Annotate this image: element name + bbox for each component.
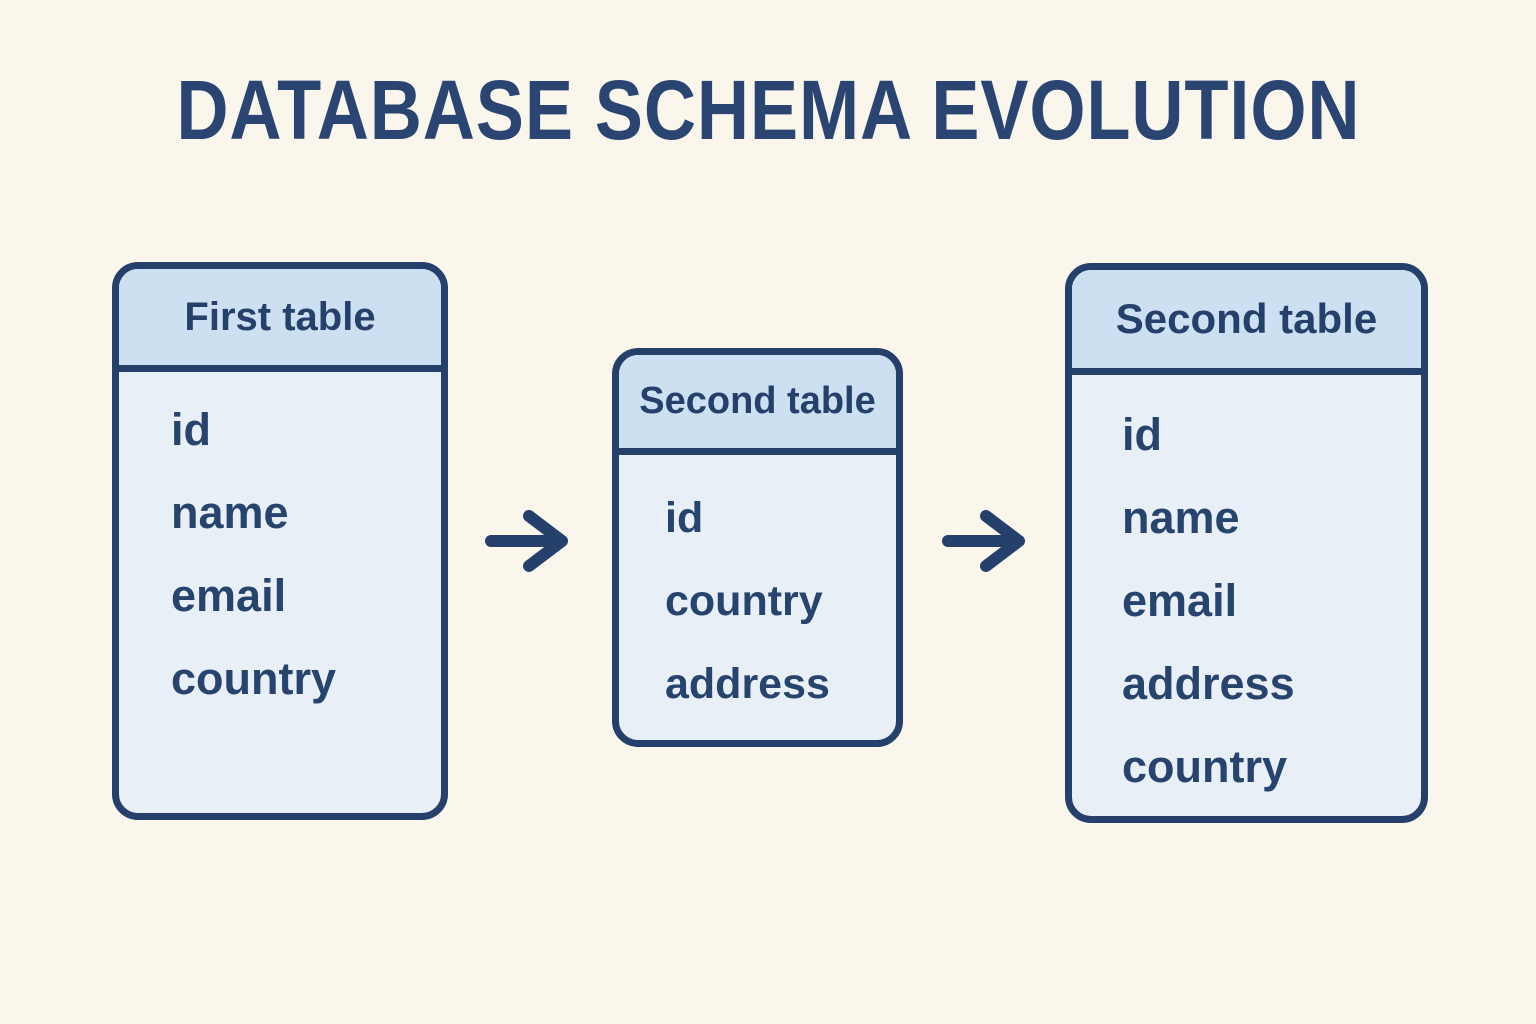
table-second-final-header: Second table	[1072, 270, 1421, 375]
table-first-title: First table	[184, 294, 376, 339]
field-row: name	[1122, 492, 1240, 543]
field-row: email	[171, 570, 287, 621]
table-second-final: Second table id name email address count…	[1065, 263, 1428, 823]
table-first: First table id name email country	[112, 262, 448, 820]
field-row: email	[1122, 575, 1238, 626]
field-row: country	[665, 577, 823, 625]
field-row: country	[1122, 741, 1288, 792]
field-row: address	[1122, 658, 1295, 709]
table-first-fields: id name email country	[119, 372, 441, 720]
table-second-middle-fields: id country address	[619, 455, 896, 726]
table-second-middle-header: Second table	[619, 355, 896, 455]
page-title: DATABASE SCHEMA EVOLUTION	[0, 62, 1536, 159]
field-row: country	[171, 653, 337, 704]
arrow-right-icon	[484, 509, 572, 573]
table-second-middle: Second table id country address	[612, 348, 903, 747]
field-row: address	[665, 660, 830, 708]
field-row: name	[171, 487, 289, 538]
field-row: id	[665, 494, 704, 542]
table-second-middle-title: Second table	[639, 380, 876, 422]
field-row: id	[171, 404, 211, 455]
table-second-final-title: Second table	[1115, 295, 1378, 342]
table-first-header: First table	[119, 269, 441, 372]
table-second-final-fields: id name email address country	[1072, 375, 1421, 808]
page-title-text: DATABASE SCHEMA EVOLUTION	[175, 63, 1361, 157]
arrow-right-icon	[941, 509, 1029, 573]
field-row: id	[1122, 409, 1162, 460]
